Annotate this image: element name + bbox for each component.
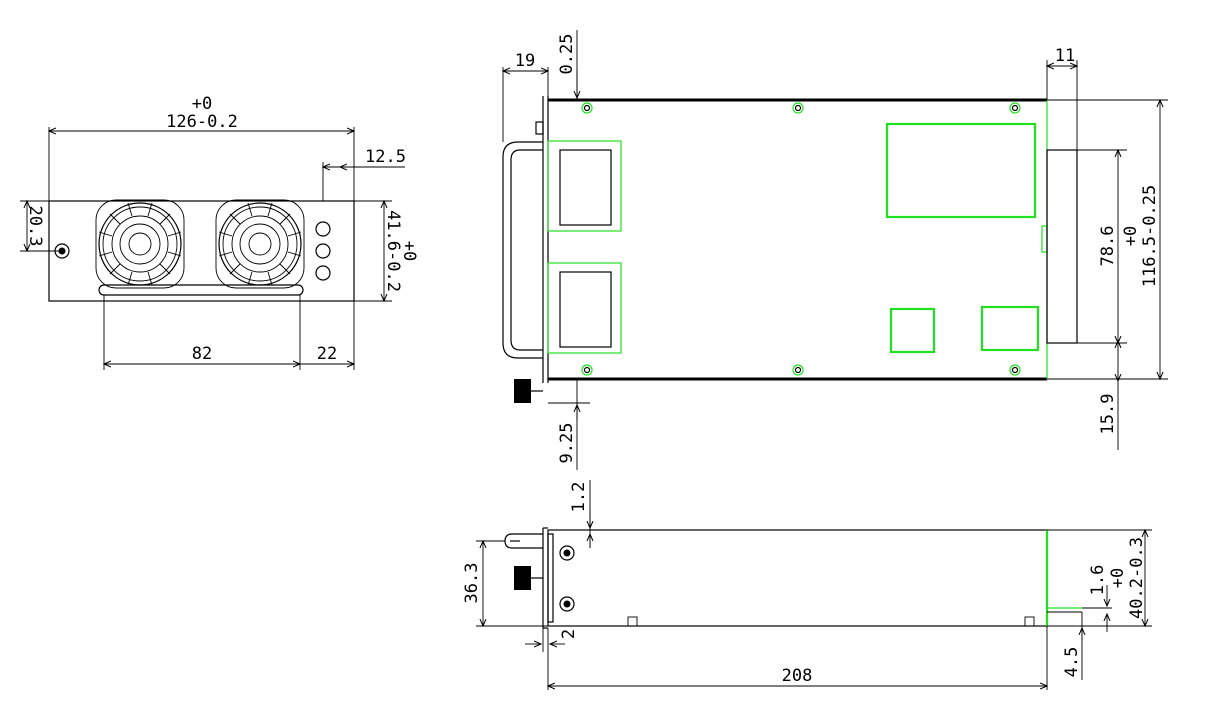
front-handle-offset: 12.5 <box>365 147 406 167</box>
side-screw-span: 36.3 <box>462 563 482 604</box>
side-screw-top <box>559 545 575 561</box>
front-edge-offset: 22 <box>317 344 337 364</box>
mounting-hole <box>792 364 804 376</box>
component-small-1 <box>889 307 936 354</box>
mounting-hole <box>581 364 593 376</box>
top-inner-height: 78.6 <box>1098 226 1118 267</box>
top-width-tol: +0 <box>1121 226 1141 246</box>
front-handle-span: 82 <box>192 344 212 364</box>
mounting-hole <box>581 102 593 114</box>
connector-knob <box>514 379 531 403</box>
mounting-hole <box>1009 364 1021 376</box>
side-height-tol: +0 <box>1108 568 1128 588</box>
front-view: +0 126-0.2 12.5 20.3 41.6-0.2 +0 <box>20 94 419 370</box>
side-connector-offset: 4.5 <box>1062 647 1082 678</box>
front-height-tol: +0 <box>399 241 419 261</box>
side-connector-gap: 1.6 <box>1088 565 1108 596</box>
component-small-2 <box>980 305 1040 352</box>
top-handle <box>502 141 543 359</box>
front-panel-outline <box>48 200 355 302</box>
front-screw-height: 20.3 <box>25 206 45 247</box>
top-width-dim: 116.5-0.25 <box>1140 185 1160 287</box>
led-indicator-1 <box>315 221 331 237</box>
transformer-block <box>885 122 1037 219</box>
thumb-screw <box>54 243 70 259</box>
side-screw-bottom <box>559 596 575 612</box>
side-body-outline <box>547 529 1048 627</box>
top-view: 19 0.25 11 78.6 +0 116.5-0.25 15.9 9.25 <box>503 30 1168 470</box>
front-width-tol: +0 <box>192 94 212 114</box>
side-view: 1.2 36.3 2 208 +0 40.2-0.3 1.6 4.5 <box>462 480 1152 690</box>
mounting-hole <box>792 102 804 114</box>
top-rear-offset: 11 <box>1055 46 1075 66</box>
side-length: 208 <box>782 666 813 686</box>
top-bottom-offset: 15.9 <box>1098 394 1118 435</box>
top-gap-dim: 0.25 <box>557 34 577 75</box>
front-height-dim: 41.6-0.2 <box>383 210 403 292</box>
led-indicator-2 <box>315 243 331 259</box>
side-height-dim: 40.2-0.3 <box>1127 537 1147 619</box>
led-indicator-3 <box>315 265 331 281</box>
top-handle-depth: 19 <box>515 51 535 71</box>
mounting-hole <box>1009 102 1021 114</box>
fan-right <box>215 199 305 289</box>
top-connector-offset: 9.25 <box>557 423 577 464</box>
fan-left <box>95 199 185 289</box>
side-connector <box>514 566 531 590</box>
side-flange: 2 <box>559 629 579 639</box>
side-top-gap: 1.2 <box>569 482 589 513</box>
front-width-dim: 126-0.2 <box>166 112 238 132</box>
front-handle <box>98 284 304 296</box>
